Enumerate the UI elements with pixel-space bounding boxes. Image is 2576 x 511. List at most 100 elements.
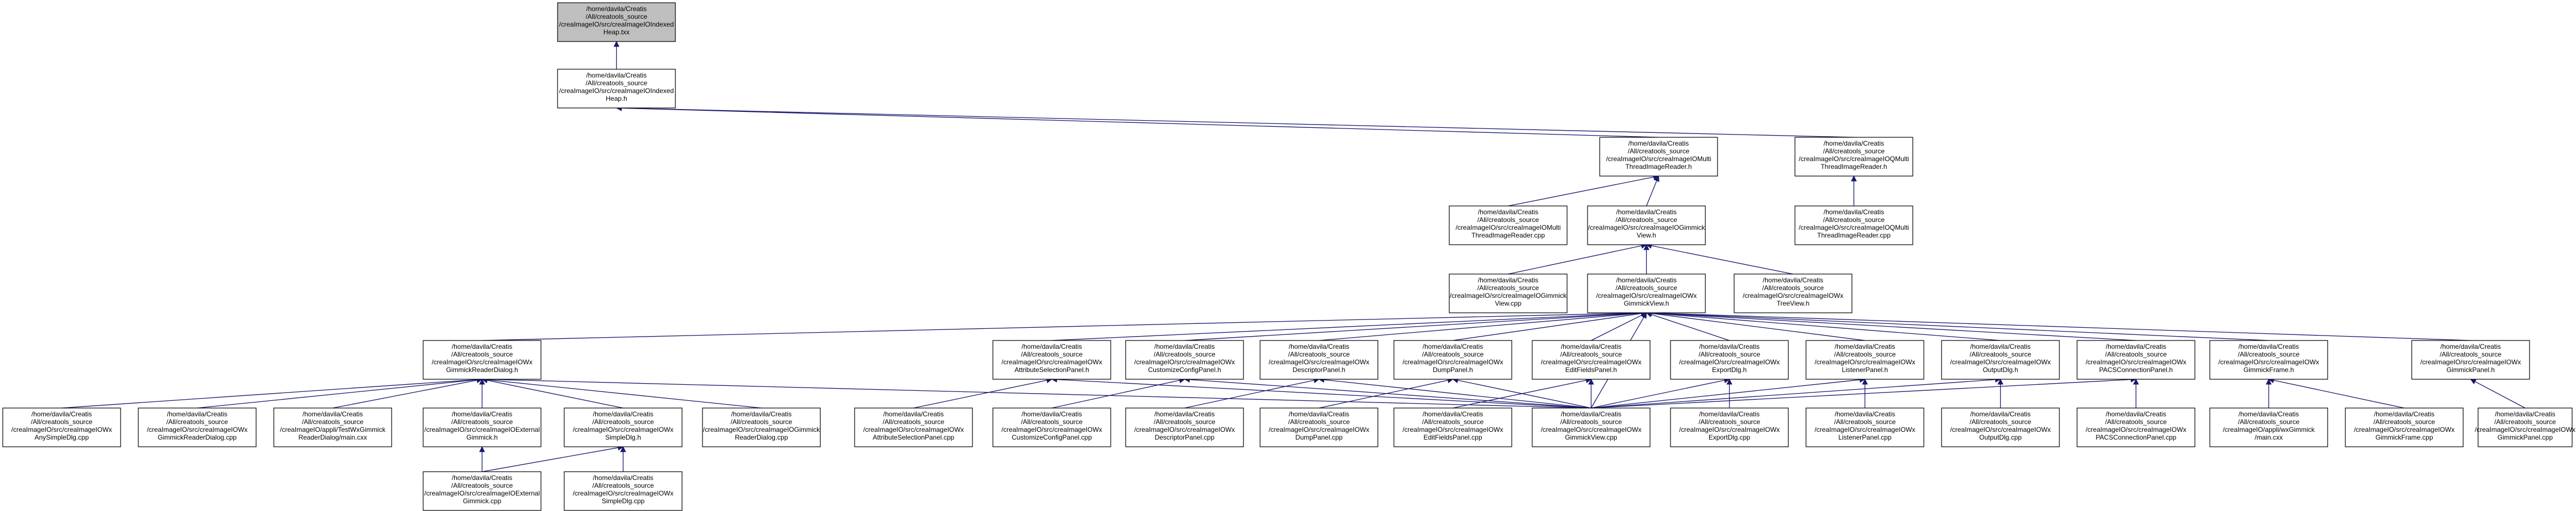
node-label-line: View.cpp: [1495, 300, 1522, 307]
arrowhead: [2266, 378, 2272, 385]
node-readerDialog_cpp[interactable]: /home/davila/Creatis/All/creatools_sourc…: [138, 407, 257, 447]
node-label-line: /All/creatools_source: [2238, 350, 2300, 358]
node-label-line: /home/davila/Creatis: [1763, 276, 1823, 284]
node-simpleDlg_h[interactable]: /home/davila/Creatis/All/creatools_sourc…: [564, 407, 683, 447]
arrowhead: [1643, 244, 1649, 250]
node-box: [2345, 407, 2464, 447]
node-label-line: /creaImageIO/src/creaImageIOWx: [1134, 358, 1235, 366]
node-listener_h[interactable]: /home/davila/Creatis/All/creatools_sourc…: [1805, 340, 1924, 380]
node-attrSel_h[interactable]: /home/davila/Creatis/All/creatools_sourc…: [992, 340, 1111, 380]
edge-readerDialog_cpp-to-readerDialog_h: [197, 379, 477, 409]
node-label-line: /creaImageIO/src/creaImageIOWx: [1950, 426, 2051, 433]
arrowhead: [1588, 378, 1594, 385]
node-label-line: /home/davila/Creatis: [1835, 410, 1895, 418]
node-label-line: /home/davila/Creatis: [1561, 410, 1621, 418]
node-attrSel_cpp[interactable]: /home/davila/Creatis/All/creatools_sourc…: [854, 407, 973, 447]
node-label-line: /creaImageIO/src/creaImageIOQMulti: [1799, 224, 1909, 231]
node-label-line: /creaImageIO/src/creaImageIOWx: [573, 426, 673, 433]
node-descPanel_cpp[interactable]: /home/davila/Creatis/All/creatools_sourc…: [1125, 407, 1244, 447]
node-box: [2077, 407, 2195, 447]
node-label-line: /All/creatools_source: [1422, 350, 1484, 358]
edge-editFields_h-to-wxGimmickView_h: [1591, 314, 1642, 341]
node-gimmickFrame_h[interactable]: /home/davila/Creatis/All/creatools_sourc…: [2209, 340, 2328, 380]
node-label-line: Gimmick.cpp: [463, 497, 502, 505]
arrowhead: [620, 446, 626, 452]
node-testWx_cxx[interactable]: /home/davila/Creatis/All/creatools_sourc…: [273, 407, 392, 447]
node-box: [1449, 273, 1568, 313]
node-label-line: /All/creatools_source: [1823, 147, 1885, 155]
node-label-line: /home/davila/Creatis: [2374, 410, 2434, 418]
node-descPanel_h[interactable]: /home/davila/Creatis/All/creatools_sourc…: [1260, 340, 1378, 380]
node-editFields_h[interactable]: /home/davila/Creatis/All/creatools_sourc…: [1532, 340, 1651, 380]
node-label-line: /home/davila/Creatis: [1154, 343, 1215, 350]
node-label-line: /home/davila/Creatis: [1824, 140, 1884, 147]
node-label-line: /creaImageIO/src/creaImageIOWx: [1268, 358, 1369, 366]
node-label-line: GimmickFrame.h: [2244, 366, 2294, 374]
node-extGimmick_cpp[interactable]: /home/davila/Creatis/All/creatools_sourc…: [423, 471, 542, 511]
node-dumpPanel_cpp[interactable]: /home/davila/Creatis/All/creatools_sourc…: [1260, 407, 1378, 447]
node-label-line: /creaImageIO/src/creaImageIOMulti: [1455, 224, 1560, 231]
node-label-line: GimmickPanel.cpp: [2497, 433, 2553, 441]
node-box: [1587, 205, 1706, 245]
node-custConf_cpp[interactable]: /home/davila/Creatis/All/creatools_sourc…: [992, 407, 1111, 447]
node-wxTreeView_h[interactable]: /home/davila/Creatis/All/creatools_sourc…: [1734, 273, 1852, 313]
node-label-line: /creaImageIO/src/creaImageIOWx: [147, 426, 247, 433]
node-multiReader_cpp[interactable]: /home/davila/Creatis/All/creatools_sourc…: [1449, 205, 1568, 245]
node-label-line: View.h: [1637, 231, 1656, 239]
node-simpleDlg_cpp[interactable]: /home/davila/Creatis/All/creatools_sourc…: [564, 471, 683, 511]
node-wxGimmickView_cpp[interactable]: /home/davila/Creatis/All/creatools_sourc…: [1532, 407, 1651, 447]
node-label-line: /creaImageIO/src/creaImageIOWx: [1596, 292, 1696, 300]
node-label-line: CustomizeConfigPanel.cpp: [1012, 433, 1092, 441]
node-multiReader_h[interactable]: /home/davila/Creatis/All/creatools_sourc…: [1599, 137, 1718, 177]
node-box: [2, 407, 121, 447]
node-anySimpleDlg_cpp[interactable]: /home/davila/Creatis/All/creatools_sourc…: [2, 407, 121, 447]
node-indexedHeap_h[interactable]: /home/davila/Creatis/All/creatools_sourc…: [557, 69, 676, 109]
arrowhead: [2470, 379, 2477, 385]
node-qmultiReader_h[interactable]: /home/davila/Creatis/All/creatools_sourc…: [1794, 137, 1913, 177]
node-label-line: ThreadImageReader.h: [1625, 163, 1692, 171]
node-wxGimmickView_h[interactable]: /home/davila/Creatis/All/creatools_sourc…: [1587, 273, 1706, 313]
node-label-line: /creaImageIO/src/creaImageIOWx: [1814, 358, 1915, 366]
node-label-line: ThreadImageReader.h: [1820, 163, 1887, 171]
edge-gimmickFrame_cpp-to-gimmickFrame_h: [2273, 380, 2405, 409]
edge-wxGimmickView_cpp-to-outputDlg_h: [1591, 379, 1996, 409]
edge-multiReader_cpp-to-multiReader_h: [1508, 177, 1654, 207]
node-gimmickFrame_cpp[interactable]: /home/davila/Creatis/All/creatools_sourc…: [2345, 407, 2464, 447]
node-outputDlg_h[interactable]: /home/davila/Creatis/All/creatools_sourc…: [1941, 340, 2060, 380]
node-appliGimmick_cxx[interactable]: /home/davila/Creatis/All/creatools_sourc…: [2209, 407, 2328, 447]
node-editFields_cpp[interactable]: /home/davila/Creatis/All/creatools_sourc…: [1393, 407, 1512, 447]
node-gimmickPanel_cpp[interactable]: /home/davila/Creatis/All/creatools_sourc…: [2475, 407, 2575, 447]
node-label-line: /main.cxx: [2255, 433, 2283, 441]
node-label-line: /home/davila/Creatis: [2239, 343, 2299, 350]
node-listener_cpp[interactable]: /home/davila/Creatis/All/creatools_sourc…: [1805, 407, 1924, 447]
node-label-line: /home/davila/Creatis: [1970, 343, 2031, 350]
node-gimmickView_h[interactable]: /home/davila/Creatis/All/creatools_sourc…: [1587, 205, 1706, 245]
node-pacs_cpp[interactable]: /home/davila/Creatis/All/creatools_sourc…: [2077, 407, 2195, 447]
node-label-line: /home/davila/Creatis: [1699, 343, 1760, 350]
node-gimmickView_cpp[interactable]: /home/davila/Creatis/All/creatools_sourc…: [1449, 273, 1568, 313]
node-exportDlg_h[interactable]: /home/davila/Creatis/All/creatools_sourc…: [1670, 340, 1789, 380]
node-gimmickPanel_h[interactable]: /home/davila/Creatis/All/creatools_sourc…: [2411, 340, 2530, 380]
node-dumpPanel_h[interactable]: /home/davila/Creatis/All/creatools_sourc…: [1393, 340, 1512, 380]
node-label-line: /creaImageIO/src/creaImageIOWx: [1541, 426, 1641, 433]
node-outputDlg_cpp[interactable]: /home/davila/Creatis/All/creatools_sourc…: [1941, 407, 2060, 447]
edge-listener_h-to-wxGimmickView_h: [1651, 313, 1865, 341]
node-label-line: /home/davila/Creatis: [1628, 140, 1689, 147]
node-custConf_h[interactable]: /home/davila/Creatis/All/creatools_sourc…: [1125, 340, 1244, 380]
node-label-line: /creaImageIO/src/creaImageIOWx: [1541, 358, 1641, 366]
node-box: [557, 69, 676, 109]
node-label-line: /creaImageIO/src/creaImageIOWx: [1402, 358, 1503, 366]
node-qmultiReader_cpp[interactable]: /home/davila/Creatis/All/creatools_sourc…: [1794, 205, 1913, 245]
node-box: [2209, 407, 2328, 447]
node-label-line: /All/creatools_source: [1970, 418, 2032, 426]
node-extGimmick_h[interactable]: /home/davila/Creatis/All/creatools_sourc…: [423, 407, 542, 447]
node-root[interactable]: /home/davila/Creatis/All/creatools_sourc…: [557, 2, 676, 42]
node-gimmickReaderDialog2_cpp[interactable]: /home/davila/Creatis/All/creatools_sourc…: [702, 407, 821, 447]
edge-wxGimmickView_cpp-to-exportDlg_h: [1591, 380, 1725, 409]
node-readerDialog_h[interactable]: /home/davila/Creatis/All/creatools_sourc…: [423, 340, 542, 380]
node-exportDlg_cpp[interactable]: /home/davila/Creatis/All/creatools_sourc…: [1670, 407, 1789, 447]
node-label-line: /home/davila/Creatis: [1022, 343, 1082, 350]
node-label-line: /All/creatools_source: [166, 418, 228, 426]
edge-wxGimmickView_cpp-to-descPanel_h: [1324, 379, 1591, 409]
node-pacs_h[interactable]: /home/davila/Creatis/All/creatools_sourc…: [2077, 340, 2195, 380]
